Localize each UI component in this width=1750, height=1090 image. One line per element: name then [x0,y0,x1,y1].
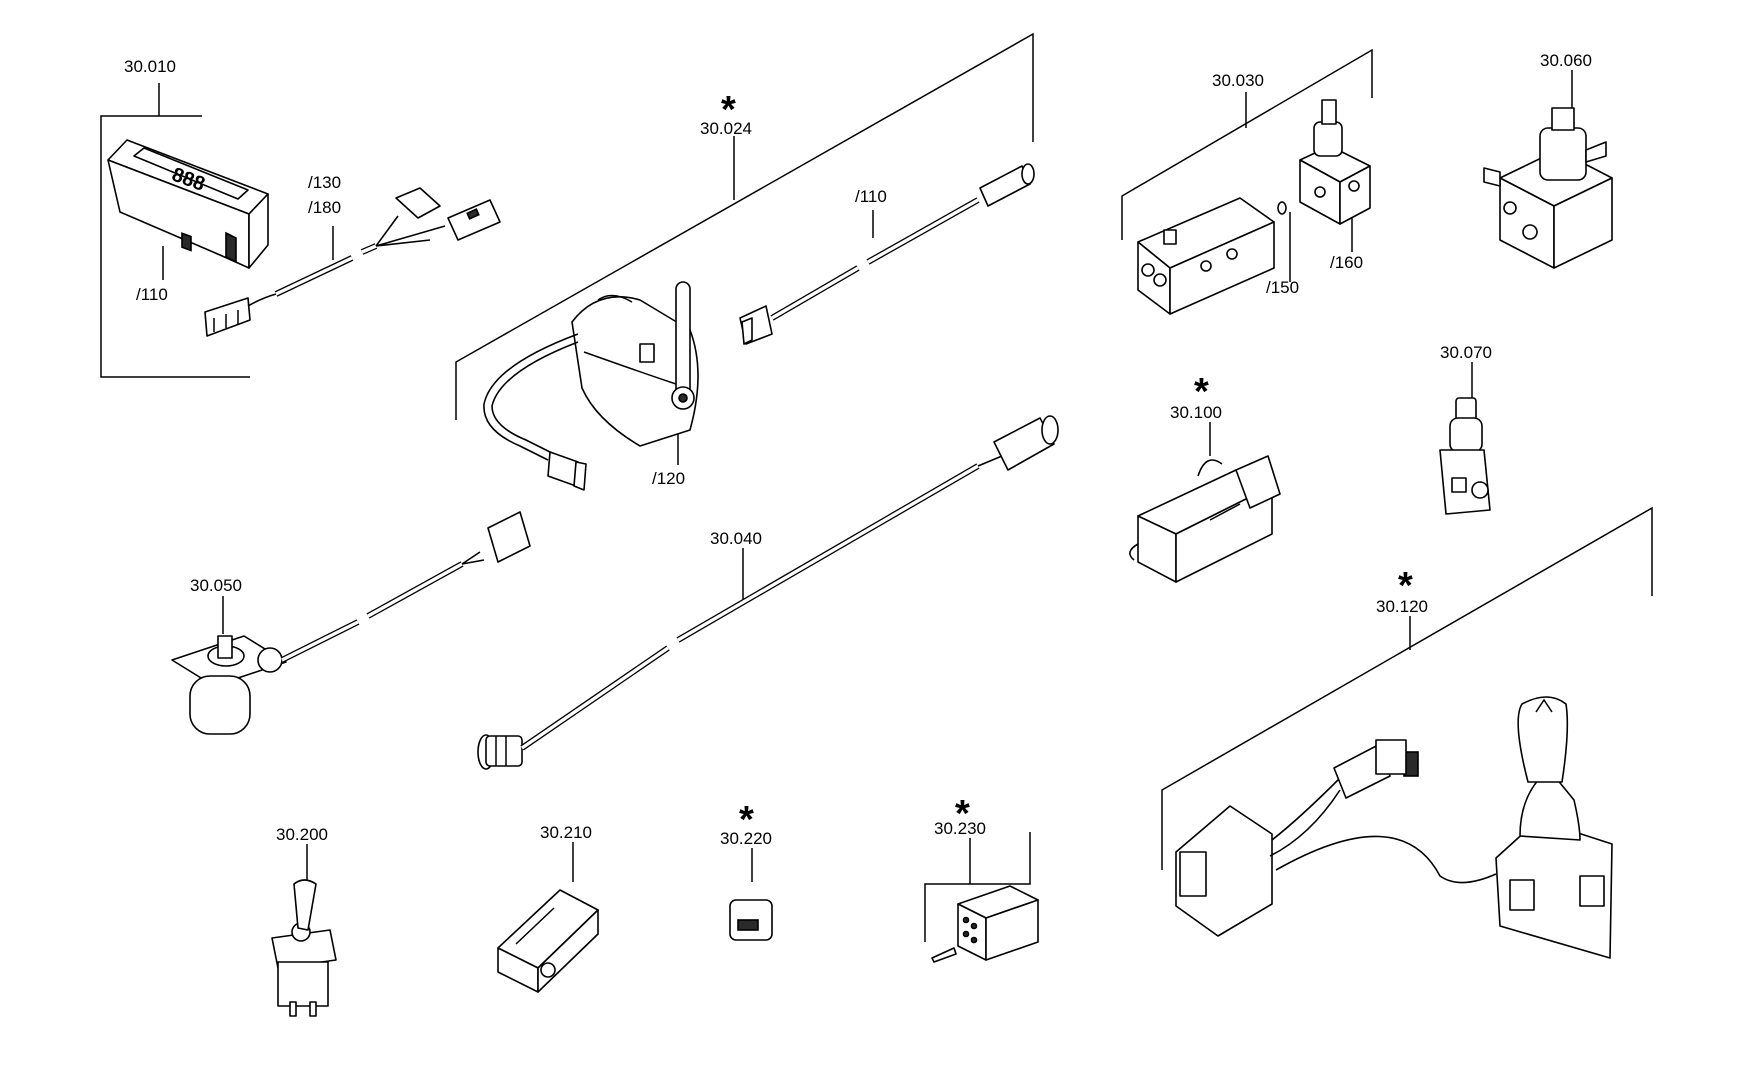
label-30230: 30.230 [934,819,986,838]
valve-solenoid-30030-160 [1299,99,1371,225]
label-30040: 30.040 [710,529,762,548]
switch-cover-30210 [497,889,599,993]
star-30120: * [1398,565,1413,607]
label-30010-130: /130 [308,173,341,192]
leader-lines [100,32,1653,942]
label-30010-180: /180 [308,198,341,217]
toggle-switch-30200 [271,879,337,1017]
label-30024-120: /120 [652,469,685,488]
display-unit-30010: 888 [107,139,269,269]
star-30220: * [739,799,754,841]
label-30010-110: /110 [136,285,168,304]
label-30120: 30.120 [1376,597,1428,616]
valve-30070 [1439,397,1491,515]
sensor-cable-30040 [477,415,1059,770]
label-30070: 30.070 [1440,343,1492,362]
label-30030-150: /150 [1266,278,1299,297]
label-30220: 30.220 [720,829,772,848]
cable-30010-130 [204,187,501,337]
star-30230: * [955,793,970,835]
label-30010: 30.010 [124,57,176,76]
block-30220 [729,899,773,941]
label-30024-110: /110 [855,187,887,206]
label-30100: 30.100 [1170,403,1222,422]
star-30024: * [721,89,736,131]
label-30210: 30.210 [540,823,592,842]
star-30100: * [1194,371,1209,413]
joystick-30120 [1175,696,1613,959]
lever-sensor-30024 [483,281,699,491]
part-labels: 30.010 /110 /130 /180 * 30.024 /110 /120… [124,51,1592,848]
rotary-switch-30050 [171,511,531,735]
label-30060: 30.060 [1540,51,1592,70]
valve-block-30030 [1137,197,1287,315]
label-30030: 30.030 [1212,71,1264,90]
cable-30024-110 [739,163,1035,345]
label-30050: 30.050 [190,576,242,595]
valve-30060 [1483,107,1613,269]
switch-30100 [1129,455,1281,583]
connector-30230 [931,885,1039,963]
label-30030-160: /160 [1330,253,1363,272]
label-30024: 30.024 [700,119,752,138]
label-30200: 30.200 [276,825,328,844]
